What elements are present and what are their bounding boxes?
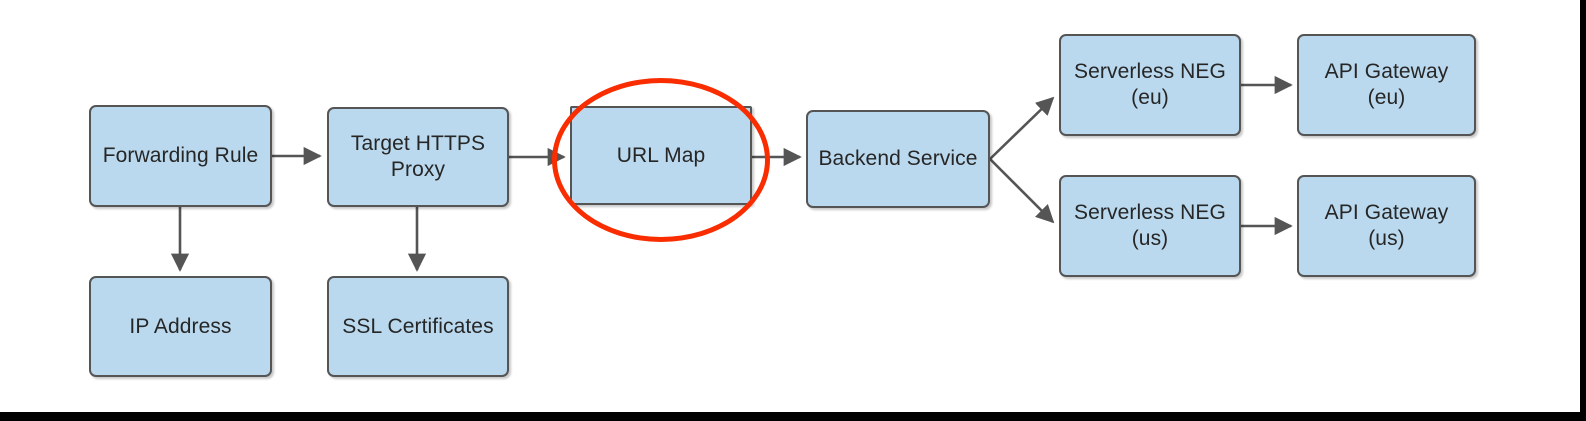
node-ip-address[interactable]: IP Address: [89, 276, 272, 377]
node-forwarding-rule-label: Forwarding Rule: [102, 144, 259, 168]
edge-backend-service-to-serverless-neg-eu: [989, 96, 1055, 160]
node-backend-service[interactable]: Backend Service: [806, 110, 990, 208]
node-serverless-neg-eu[interactable]: Serverless NEG (eu): [1059, 34, 1241, 136]
right-edge-black-rule: [1580, 0, 1586, 412]
node-url-map[interactable]: URL Map: [570, 106, 752, 205]
node-forwarding-rule[interactable]: Forwarding Rule: [89, 105, 272, 207]
node-target-https-proxy[interactable]: Target HTTPS Proxy: [327, 107, 509, 207]
node-ssl-certificates[interactable]: SSL Certificates: [327, 276, 509, 377]
edge-backend-service-to-serverless-neg-us: [989, 158, 1055, 224]
node-serverless-neg-us[interactable]: Serverless NEG (us): [1059, 175, 1241, 277]
node-ssl-certificates-label: SSL Certificates: [342, 314, 494, 338]
node-api-gateway-us-label: API Gateway (us): [1324, 201, 1449, 250]
bottom-black-bar: [0, 412, 1586, 421]
node-api-gateway-eu-label: API Gateway (eu): [1324, 60, 1449, 109]
node-api-gateway-eu[interactable]: API Gateway (eu): [1297, 34, 1476, 136]
node-backend-service-label: Backend Service: [818, 147, 978, 171]
node-ip-address-label: IP Address: [129, 314, 232, 338]
node-target-https-proxy-label: Target HTTPS Proxy: [350, 132, 486, 181]
node-serverless-neg-us-label: Serverless NEG (us): [1074, 201, 1226, 250]
node-url-map-label: URL Map: [616, 143, 706, 167]
node-serverless-neg-eu-label: Serverless NEG (eu): [1074, 60, 1226, 109]
node-api-gateway-us[interactable]: API Gateway (us): [1297, 175, 1476, 277]
